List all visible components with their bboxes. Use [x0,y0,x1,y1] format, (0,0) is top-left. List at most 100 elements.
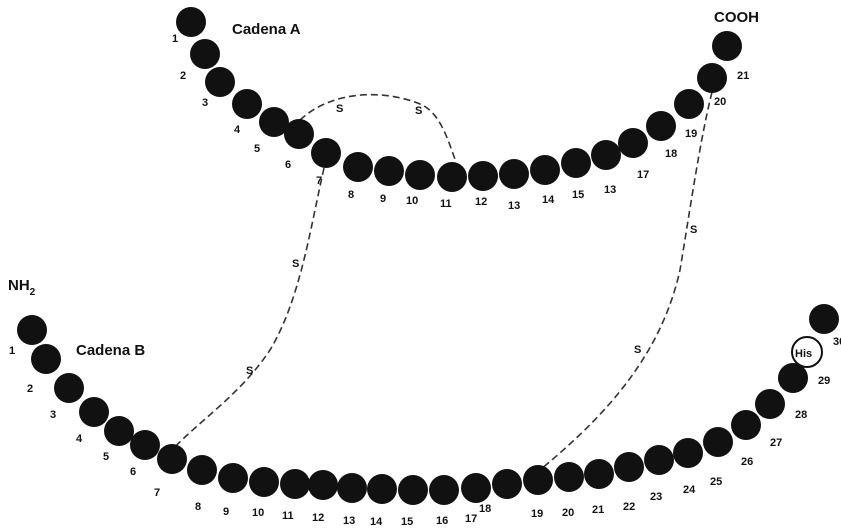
chain-b-residue-bead [17,315,47,345]
chain-b-residue-number: 13 [343,515,355,525]
chain-b-residue-bead [218,463,248,493]
chain-a-residue-bead [205,67,235,97]
disulfide-sulfur-label: S [415,105,422,117]
chain-b-title: Cadena B [76,342,145,359]
chain-a-residue-bead [405,160,435,190]
chain-a-residue-number: 8 [348,189,354,201]
chain-a-residue-bead [561,148,591,178]
disulfide-sulfur-label: S [634,344,641,356]
chain-b-residue-bead [337,473,367,503]
chain-a-residue-number: 7 [316,175,322,187]
chain-b-residue-number: 21 [592,504,604,516]
chain-b-residue-number: 30 [833,336,841,348]
chain-b-residue-number: 22 [623,501,635,513]
chain-b-residue-bead [367,474,397,504]
chain-b-residue-bead [187,455,217,485]
chain-a-residue-bead [646,111,676,141]
disulfide-sulfur-label: S [690,224,697,236]
chain-b-residue-bead [673,438,703,468]
chain-b-residue-number: 1 [9,345,15,357]
chain-a-residue-bead [437,162,467,192]
chain-a-residue-number: 2 [180,70,186,82]
chain-a-residue-number: 10 [406,195,418,207]
chain-b-residue-bead [644,445,674,475]
chain-b-residue-bead [703,427,733,457]
chain-b-residue-bead [809,304,839,334]
chain-a-residue-number: 4 [234,124,241,136]
chain-b-residue-number: 29 [818,375,830,387]
chain-b-residue-bead [157,444,187,474]
chain-a-residue-number: 19 [685,128,697,140]
disulfide-bond-line [172,168,324,450]
chain-a-residue-number: 17 [637,169,649,181]
chain-b-residue-bead [755,389,785,419]
chain-b-residue-number: 25 [710,476,722,488]
chain-a-end-label: COOH [714,9,759,26]
chain-b-residue-bead [54,373,84,403]
chain-a-residue-bead [712,31,742,61]
chain-a-residue-bead [530,155,560,185]
chain-b-residue-number: 5 [103,451,109,463]
disulfide-sulfur-label: S [336,103,343,115]
chain-b-residue-bead [554,462,584,492]
chain-a-residue-number: 13 [508,200,520,212]
chain-b-residue-number: 14 [370,516,383,525]
chain-b-residue-number: 23 [650,491,662,503]
chain-b-residue-number: 6 [130,466,136,478]
chain-b-residue-number: 8 [195,501,201,513]
chain-b-residue-number: 26 [741,456,753,468]
chain-b-residue-number: 10 [252,507,264,519]
chain-b-start-label: NH2 [8,277,36,298]
chain-a-residue-number: 15 [572,189,584,201]
chain-b-residue-number: 7 [154,487,160,499]
chain-b-residue-bead [429,475,459,505]
chain-b-residue-bead [130,430,160,460]
chain-a-residue-bead [468,161,498,191]
chain-b-residue-number: 16 [436,515,448,525]
chain-a-residue-bead [618,128,648,158]
chain-a-residue-number: 11 [440,198,452,210]
chain-b-residue-bead [398,475,428,505]
chain-b-residue-bead [308,470,338,500]
chain-a-residue-number: 14 [542,194,555,206]
chain-a-residue-bead [232,89,262,119]
chain-b-residue-bead [492,469,522,499]
chain-b-residue-number: 4 [76,433,83,445]
chain-a-residue-number: 20 [714,96,726,108]
chain-a-residue-number: 5 [254,143,260,155]
chain-b-residue-bead [584,459,614,489]
chain-a-residue-bead [343,152,373,182]
chain-a-residue-number: 6 [285,159,291,171]
disulfide-sulfur-label: S [246,365,253,377]
chain-a-residue-bead [311,138,341,168]
chain-b-residue-number: 11 [282,510,294,522]
chain-a-title: Cadena A [232,21,301,38]
chain-b-residue-bead [31,344,61,374]
special-residue-label: His [795,348,812,360]
chain-b-residue-bead [280,469,310,499]
chain-a-residue-number: 12 [475,196,487,208]
chain-a-residue-bead [176,7,206,37]
chain-a-residue-bead [190,39,220,69]
chain-b-residue-number: 18 [479,503,491,515]
chain-a-residue-number: 3 [202,97,208,109]
chain-b-residue-number: 3 [50,409,56,421]
chain-b-residue-bead [731,410,761,440]
chain-a-residue-bead [284,119,314,149]
chain-a-residue-number: 9 [380,193,386,205]
chain-a-residue-number: 1 [172,33,178,45]
chain-b-residue-bead [461,473,491,503]
chain-b-residue-number: 15 [401,516,413,525]
chain-a-residue-number: 13 [604,184,616,196]
disulfide-sulfur-label: S [292,258,299,270]
chain-a-residue-bead [499,159,529,189]
chain-a-residue-bead [374,156,404,186]
chain-b-residue-bead [79,397,109,427]
chain-a-residue-number: 21 [737,70,749,82]
chain-b-residue-bead [104,416,134,446]
chain-b-residue-bead [249,467,279,497]
chain-a-residue-number: 18 [665,148,677,160]
chain-a-residue-bead [697,63,727,93]
